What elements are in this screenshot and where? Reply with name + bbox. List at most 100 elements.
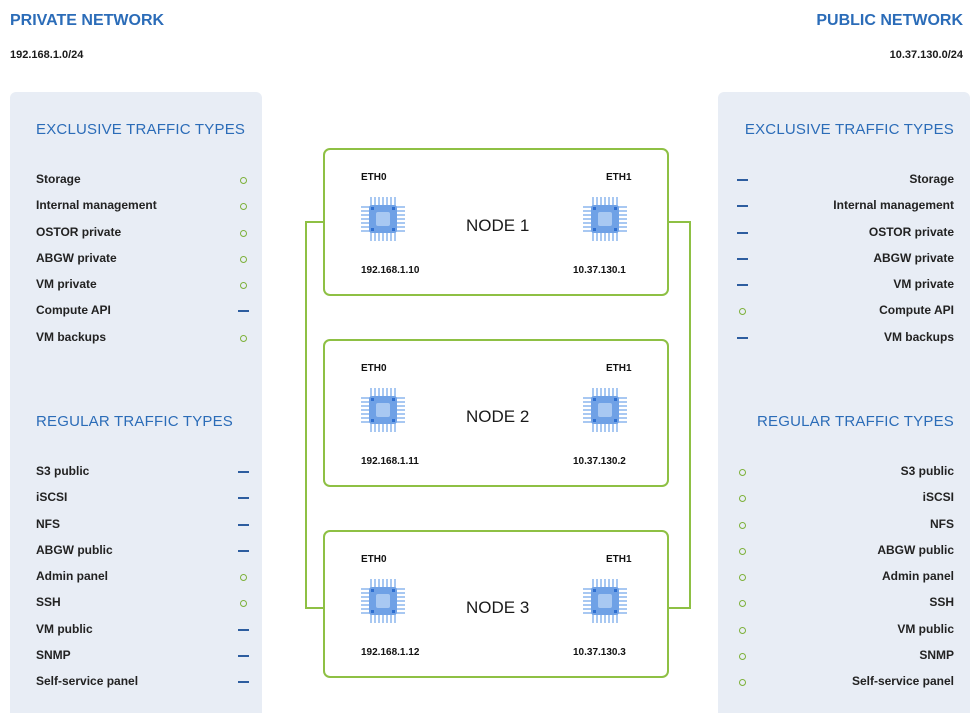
- node-name: NODE 3: [466, 598, 530, 617]
- dash-icon: [237, 485, 251, 511]
- circle-icon: [237, 325, 251, 351]
- traffic-type-item: S3 public: [718, 459, 970, 485]
- traffic-type-item: ABGW private: [718, 246, 970, 272]
- dash-icon: [736, 220, 750, 246]
- traffic-type-label: ABGW public: [36, 542, 113, 557]
- traffic-type-item: ABGW public: [10, 538, 262, 564]
- traffic-type-item: Storage: [10, 167, 262, 193]
- traffic-type-item: NFS: [10, 512, 262, 538]
- traffic-type-label: ABGW private: [36, 250, 117, 265]
- traffic-type-label: VM backups: [36, 329, 107, 344]
- circle-icon: [736, 512, 750, 538]
- node-name: NODE 1: [466, 216, 530, 235]
- traffic-type-item: iSCSI: [718, 485, 970, 511]
- eth1-label: ETH1: [606, 363, 632, 374]
- traffic-type-label: Admin panel: [36, 569, 109, 584]
- eth0-label: ETH0: [361, 554, 387, 565]
- circle-icon: [736, 298, 750, 324]
- traffic-type-label: Storage: [909, 172, 954, 186]
- traffic-type-item: VM backups: [718, 325, 970, 351]
- circle-icon: [736, 590, 750, 616]
- eth0-label: ETH0: [361, 363, 387, 374]
- circle-icon: [736, 643, 750, 669]
- traffic-type-item: SNMP: [718, 643, 970, 669]
- node-2-card: ETH0 ETH1 NODE 2 192.168.1.11 10.37.130.…: [323, 339, 669, 487]
- private-ip: 192.168.1.11: [361, 456, 419, 467]
- network-chip-icon: [359, 577, 407, 625]
- public-link-line: [669, 221, 691, 609]
- traffic-type-item: Self-service panel: [718, 669, 970, 695]
- exclusive-traffic-title: EXCLUSIVE TRAFFIC TYPES: [744, 121, 954, 138]
- dash-icon: [237, 512, 251, 538]
- circle-icon: [736, 538, 750, 564]
- node-name: NODE 2: [466, 407, 530, 426]
- traffic-type-item: ABGW public: [718, 538, 970, 564]
- dash-icon: [736, 325, 750, 351]
- traffic-type-label: OSTOR private: [868, 224, 954, 239]
- regular-traffic-title: REGULAR TRAFFIC TYPES: [36, 413, 234, 430]
- circle-icon: [237, 193, 251, 219]
- traffic-type-item: VM public: [718, 617, 970, 643]
- public-ip: 10.37.130.2: [573, 456, 626, 467]
- dash-icon: [237, 617, 251, 643]
- traffic-type-label: OSTOR private: [36, 224, 122, 239]
- traffic-type-item: OSTOR private: [10, 220, 262, 246]
- eth1-label: ETH1: [606, 554, 632, 565]
- traffic-type-label: iSCSI: [922, 490, 954, 505]
- traffic-type-label: SNMP: [36, 648, 71, 663]
- circle-icon: [736, 459, 750, 485]
- private-network-title: PRIVATE NETWORK: [10, 12, 165, 29]
- traffic-type-item: iSCSI: [10, 485, 262, 511]
- network-chip-icon: [359, 195, 407, 243]
- traffic-type-label: SNMP: [919, 648, 954, 663]
- dash-icon: [237, 459, 251, 485]
- traffic-type-item: VM private: [718, 272, 970, 298]
- circle-icon: [237, 272, 251, 298]
- traffic-type-label: VM public: [897, 621, 954, 636]
- traffic-type-label: Internal management: [833, 198, 954, 213]
- traffic-type-item: SSH: [718, 590, 970, 616]
- dash-icon: [736, 167, 750, 193]
- traffic-type-label: NFS: [36, 516, 60, 531]
- eth0-label: ETH0: [361, 172, 387, 183]
- traffic-type-item: VM backups: [10, 325, 262, 351]
- circle-icon: [736, 617, 750, 643]
- traffic-type-label: ABGW private: [873, 250, 954, 265]
- traffic-type-item: SSH: [10, 590, 262, 616]
- traffic-type-label: Self-service panel: [36, 674, 139, 689]
- traffic-type-item: Compute API: [10, 298, 262, 324]
- dash-icon: [237, 538, 251, 564]
- traffic-type-item: VM public: [10, 617, 262, 643]
- circle-icon: [736, 564, 750, 590]
- traffic-type-label: Compute API: [36, 303, 111, 318]
- traffic-type-label: S3 public: [36, 464, 90, 478]
- traffic-type-label: ABGW public: [877, 542, 954, 557]
- traffic-type-item: ABGW private: [10, 246, 262, 272]
- traffic-type-label: Storage: [36, 172, 81, 186]
- eth1-label: ETH1: [606, 172, 632, 183]
- private-network-subnet: 192.168.1.0/24: [10, 49, 84, 61]
- circle-icon: [736, 485, 750, 511]
- exclusive-traffic-title: EXCLUSIVE TRAFFIC TYPES: [36, 121, 246, 138]
- node-1-card: ETH0 ETH1 NODE 1 192.168.1.10 10.37.130.…: [323, 148, 669, 296]
- circle-icon: [237, 564, 251, 590]
- private-ip: 192.168.1.10: [361, 265, 420, 276]
- traffic-type-item: Internal management: [10, 193, 262, 219]
- traffic-type-label: VM private: [893, 277, 954, 292]
- private-link-line: [305, 221, 323, 609]
- traffic-type-label: iSCSI: [36, 490, 68, 505]
- dash-icon: [237, 669, 251, 695]
- traffic-type-label: SSH: [36, 595, 61, 610]
- circle-icon: [237, 246, 251, 272]
- circle-icon: [237, 167, 251, 193]
- traffic-type-item: NFS: [718, 512, 970, 538]
- dash-icon: [736, 272, 750, 298]
- traffic-type-item: Admin panel: [718, 564, 970, 590]
- dash-icon: [736, 193, 750, 219]
- traffic-type-label: SSH: [929, 595, 954, 610]
- circle-icon: [237, 590, 251, 616]
- network-chip-icon: [581, 195, 629, 243]
